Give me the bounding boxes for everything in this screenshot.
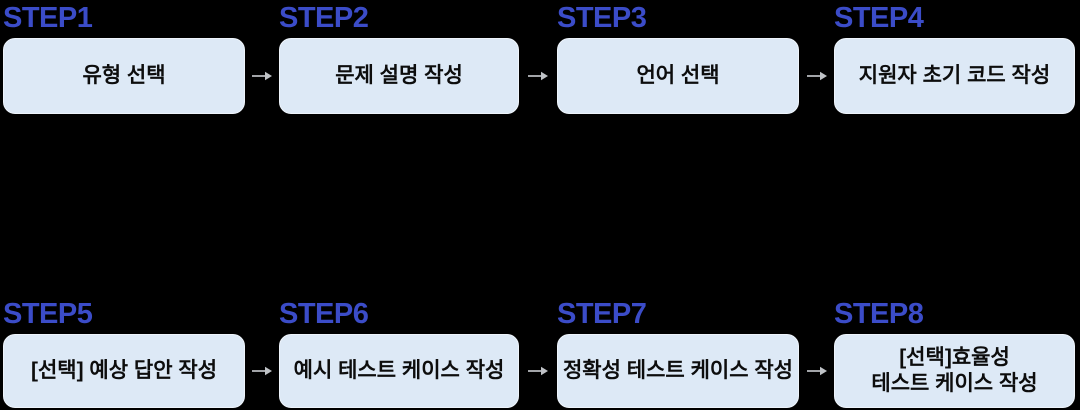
step-title-8: [선택]효율성 테스트 케이스 작성	[871, 346, 1038, 395]
step-box-4: 지원자 초기 코드 작성	[834, 38, 1075, 114]
step-cell-6: STEP6 예시 테스트 케이스 작성	[279, 299, 519, 408]
arrow-right-icon	[252, 71, 272, 81]
step-label-7: STEP7	[557, 298, 647, 330]
arrow-right-icon	[252, 366, 272, 376]
step-box-5: [선택] 예상 답안 작성	[3, 334, 245, 408]
connector-2-3	[519, 3, 557, 114]
step-title-2: 문제 설명 작성	[335, 64, 463, 87]
arrow-right-icon	[528, 71, 548, 81]
connector-6-7	[519, 299, 557, 408]
step-label-2: STEP2	[279, 2, 369, 34]
step-title-3: 언어 선택	[636, 64, 720, 87]
step-cell-2: STEP2 문제 설명 작성	[279, 3, 519, 114]
step-title-7: 정확성 테스트 케이스 작성	[562, 359, 794, 382]
flow-row-bottom: STEP5 [선택] 예상 답안 작성 STEP6 예시 테스트 케이스 작성	[3, 299, 1075, 408]
step-box-2: 문제 설명 작성	[279, 38, 519, 114]
step-box-6: 예시 테스트 케이스 작성	[279, 334, 519, 408]
step-title-6: 예시 테스트 케이스 작성	[293, 359, 505, 382]
step-label-4: STEP4	[834, 2, 924, 34]
step-label-6: STEP6	[279, 298, 369, 330]
arrow-right-icon	[806, 366, 827, 376]
step-title-4: 지원자 초기 코드 작성	[858, 64, 1051, 87]
step-cell-8: STEP8 [선택]효율성 테스트 케이스 작성	[834, 299, 1075, 408]
step-label-1: STEP1	[3, 2, 93, 34]
step-label-8: STEP8	[834, 298, 924, 330]
connector-1-2	[245, 3, 279, 114]
connector-7-8	[799, 299, 834, 408]
step-box-3: 언어 선택	[557, 38, 799, 114]
connector-5-6	[245, 299, 279, 408]
step-cell-3: STEP3 언어 선택	[557, 3, 799, 114]
step-cell-5: STEP5 [선택] 예상 답안 작성	[3, 299, 245, 408]
step-title-1: 유형 선택	[82, 64, 166, 87]
step-label-5: STEP5	[3, 298, 93, 330]
step-cell-7: STEP7 정확성 테스트 케이스 작성	[557, 299, 799, 408]
arrow-right-icon	[528, 366, 548, 376]
step-box-1: 유형 선택	[3, 38, 245, 114]
arrow-right-icon	[806, 71, 827, 81]
step-box-7: 정확성 테스트 케이스 작성	[557, 334, 799, 408]
connector-3-4	[799, 3, 834, 114]
step-box-8: [선택]효율성 테스트 케이스 작성	[834, 334, 1075, 408]
flow-row-top: STEP1 유형 선택 STEP2 문제 설명 작성 STEP3	[3, 3, 1075, 114]
step-title-5: [선택] 예상 답안 작성	[30, 359, 218, 382]
step-cell-1: STEP1 유형 선택	[3, 3, 245, 114]
step-cell-4: STEP4 지원자 초기 코드 작성	[834, 3, 1075, 114]
step-label-3: STEP3	[557, 2, 647, 34]
